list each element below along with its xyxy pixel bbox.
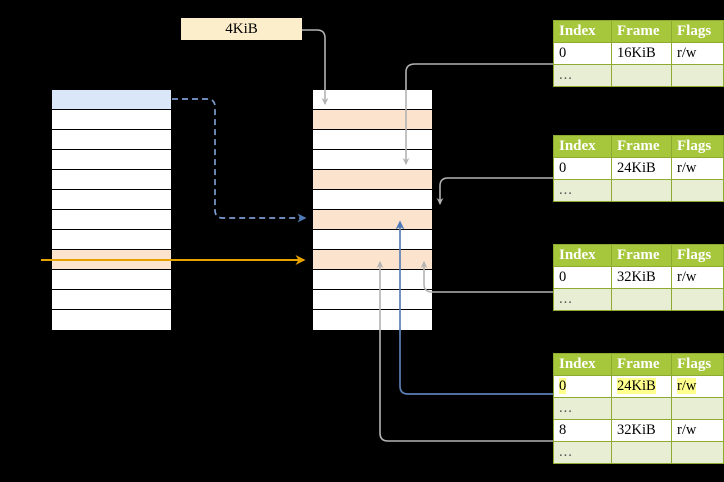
page-table-4-row-1: ... — [553, 397, 724, 420]
page-table-1-cell-0-2: r/w — [671, 42, 724, 65]
left-memory-column-row-4 — [52, 170, 171, 190]
page-table-1-cell-0-0: 0 — [553, 42, 612, 65]
page-table-3-row-1: ... — [553, 288, 724, 311]
wire-left-blue-to-middle — [172, 98, 307, 223]
page-table-3-cell-0-1: 32KiB — [611, 266, 672, 289]
page-table-3-cell-1-2 — [671, 288, 724, 311]
middle-memory-column-row-3 — [313, 150, 432, 170]
page-table-4-cell-2-1: 32KiB — [611, 419, 672, 442]
middle-memory-column-row-10 — [313, 290, 432, 310]
left-memory-column-row-9 — [52, 270, 171, 290]
page-table-3-cell-0-0: 0 — [553, 266, 612, 289]
page-table-1-header-index: Index — [553, 20, 612, 43]
page-table-2-row-1: ... — [553, 179, 724, 202]
left-memory-column-row-5 — [52, 190, 171, 210]
middle-memory-column-row-6 — [313, 210, 432, 230]
page-table-4-cell-0-0: 0 — [553, 375, 612, 398]
page-table-2-cell-1-0: ... — [553, 179, 612, 202]
wire-table2-to-middle — [436, 177, 553, 205]
page-table-4-cell-2-2: r/w — [671, 419, 724, 442]
middle-memory-column — [312, 89, 433, 331]
page-table-4-cell-3-2 — [671, 441, 724, 464]
page-table-2-header-flags: Flags — [671, 135, 724, 158]
page-table-4-cell-0-1: 24KiB — [611, 375, 672, 398]
left-memory-column-row-0 — [52, 90, 171, 110]
page-table-3-cell-0-2: r/w — [671, 266, 724, 289]
page-table-4-cell-1-2 — [671, 397, 724, 420]
page-table-3-cell-1-0: ... — [553, 288, 612, 311]
page-table-2-header-frame: Frame — [611, 135, 672, 158]
left-memory-column-row-3 — [52, 150, 171, 170]
page-table-4-cell-1-1 — [611, 397, 672, 420]
page-table-2-cell-0-0: 0 — [553, 157, 612, 180]
page-table-3-header-index: Index — [553, 244, 612, 267]
middle-memory-column-row-7 — [313, 230, 432, 250]
page-table-1-cell-1-2 — [671, 64, 724, 87]
middle-memory-column-row-8 — [313, 250, 432, 270]
left-memory-column-row-2 — [52, 130, 171, 150]
page-table-3-cell-1-1 — [611, 288, 672, 311]
middle-memory-column-row-9 — [313, 270, 432, 290]
left-memory-column-row-11 — [52, 310, 171, 330]
page-table-1-cell-1-0: ... — [553, 64, 612, 87]
page-table-4-header-index: Index — [553, 353, 612, 376]
size-label-4kib: 4KiB — [181, 18, 302, 40]
middle-memory-column-row-0 — [313, 90, 432, 110]
middle-memory-column-row-1 — [313, 110, 432, 130]
page-table-1-row-1: ... — [553, 64, 724, 87]
left-memory-column-row-10 — [52, 290, 171, 310]
page-table-4-cell-0-2: r/w — [671, 375, 724, 398]
page-table-2-cell-1-1 — [611, 179, 672, 202]
page-table-1-header-frame: Frame — [611, 20, 672, 43]
middle-memory-column-row-11 — [313, 310, 432, 330]
page-table-3-header-frame: Frame — [611, 244, 672, 267]
page-table-2-cell-0-1: 24KiB — [611, 157, 672, 180]
page-table-4-cell-3-1 — [611, 441, 672, 464]
page-table-4-cell-3-0: ... — [553, 441, 612, 464]
left-memory-column — [51, 89, 172, 331]
page-table-1-cell-1-1 — [611, 64, 672, 87]
left-memory-column-row-7 — [52, 230, 171, 250]
page-table-3-header-flags: Flags — [671, 244, 724, 267]
page-table-1-cell-0-1: 16KiB — [611, 42, 672, 65]
page-table-4-cell-1-0: ... — [553, 397, 612, 420]
page-table-2-header-index: Index — [553, 135, 612, 158]
middle-memory-column-row-2 — [313, 130, 432, 150]
page-table-2-cell-1-2 — [671, 179, 724, 202]
page-table-4-cell-2-0: 8 — [553, 419, 612, 442]
middle-memory-column-row-4 — [313, 170, 432, 190]
left-memory-column-row-1 — [52, 110, 171, 130]
page-table-4-header-frame: Frame — [611, 353, 672, 376]
page-table-2-cell-0-2: r/w — [671, 157, 724, 180]
page-table-1-header-flags: Flags — [671, 20, 724, 43]
page-table-4-header-flags: Flags — [671, 353, 724, 376]
middle-memory-column-row-5 — [313, 190, 432, 210]
left-memory-column-row-8 — [52, 250, 171, 270]
wire-table3-to-middle — [420, 261, 553, 293]
left-memory-column-row-6 — [52, 210, 171, 230]
page-table-4-row-3: ... — [553, 441, 724, 464]
